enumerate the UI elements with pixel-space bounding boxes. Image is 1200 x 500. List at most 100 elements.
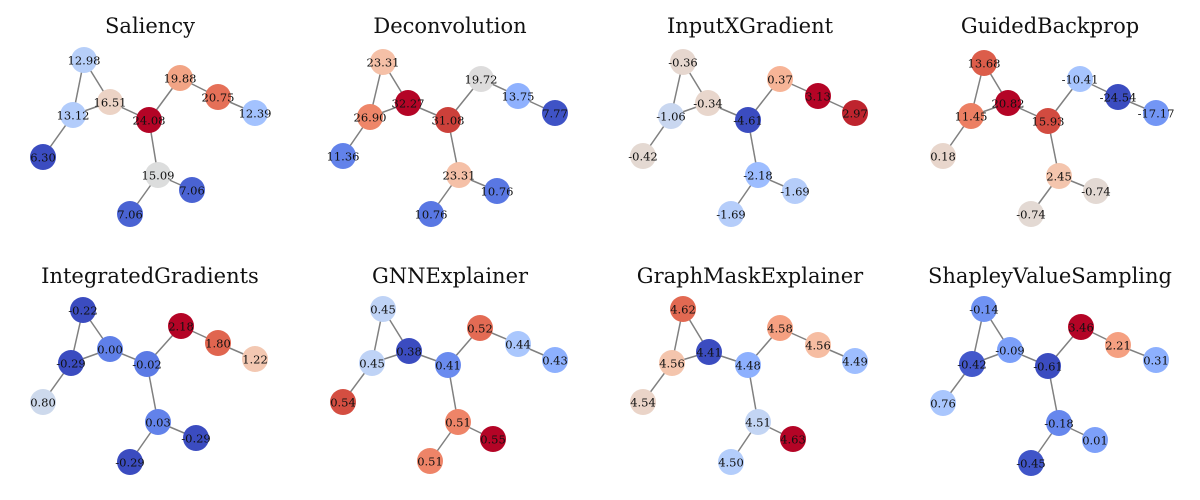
node-circle	[718, 449, 744, 475]
graph-node: 23.31	[443, 162, 475, 188]
node-label: 0.52	[467, 322, 493, 336]
node-circle	[1105, 332, 1131, 358]
panel-title: InputXGradient	[666, 14, 834, 38]
graph-node: 0.44	[505, 331, 531, 357]
node-label: -0.74	[1016, 208, 1046, 222]
node-label: 20.82	[992, 97, 1025, 111]
graph-node: 2.18	[168, 313, 194, 339]
node-label: 0.80	[30, 396, 56, 410]
graph-node: -0.74	[1016, 201, 1046, 227]
graph-node: 0.54	[330, 389, 356, 415]
graph-node: -1.69	[716, 201, 746, 227]
molecule-graph: 13.6811.4520.820.1815.93-10.41-24.54-17.…	[930, 50, 1174, 227]
node-label: 31.08	[432, 114, 465, 128]
node-label: -1.06	[656, 110, 686, 124]
graph-node: 0.76	[930, 390, 956, 416]
graph-node: 0.51	[417, 448, 443, 474]
node-label: -0.42	[957, 358, 987, 372]
node-circle	[735, 107, 761, 133]
graph-node: 4.48	[735, 352, 761, 378]
node-label: 0.43	[542, 354, 568, 368]
graph-node: -0.14	[969, 296, 999, 322]
node-circle	[446, 162, 472, 188]
graph-node: -0.18	[1044, 410, 1074, 436]
node-label: 19.72	[465, 73, 498, 87]
node-label: 13.68	[968, 57, 1001, 71]
graph-node: -0.29	[115, 449, 145, 475]
graph-node: 4.41	[696, 339, 722, 365]
node-label: 13.75	[502, 90, 535, 104]
node-label: 4.51	[745, 416, 771, 430]
graph-node: 2.97	[842, 100, 868, 126]
node-circle	[1105, 84, 1131, 110]
node-circle	[357, 104, 383, 130]
node-circle	[435, 352, 461, 378]
node-circle	[205, 84, 231, 110]
node-circle	[117, 449, 143, 475]
node-circle	[1082, 427, 1108, 453]
graph-node: 7.77	[542, 100, 568, 126]
graph-node: 10.76	[415, 201, 447, 227]
node-label: 6.30	[30, 151, 56, 165]
graph-node: 15.09	[142, 162, 174, 188]
node-circle	[58, 350, 84, 376]
molecule-graph: 0.450.450.380.540.410.520.440.430.510.51…	[330, 296, 568, 474]
node-circle	[167, 65, 193, 91]
graph-node: 0.52	[467, 315, 493, 341]
node-label: 13.12	[57, 109, 90, 123]
node-label: -0.14	[969, 303, 999, 317]
node-circle	[997, 337, 1023, 363]
node-circle	[971, 50, 997, 76]
graph-node: 0.51	[445, 409, 471, 435]
node-label: -0.61	[1033, 360, 1063, 374]
graph-node: 4.49	[842, 348, 868, 374]
node-circle	[145, 409, 171, 435]
graph-node: -1.69	[780, 178, 810, 204]
graph-node: 4.56	[659, 350, 685, 376]
graph-node: 0.45	[370, 296, 396, 322]
graph-node: 16.51	[94, 89, 126, 115]
node-label: 0.54	[330, 396, 356, 410]
node-label: 19.88	[164, 72, 197, 86]
graph-node: 24.08	[133, 107, 165, 133]
node-label: -0.22	[68, 304, 98, 318]
graph-node: 4.56	[805, 332, 831, 358]
node-circle	[467, 315, 493, 341]
node-label: 0.51	[445, 416, 471, 430]
graph-node: -4.61	[733, 107, 763, 133]
graph-node: -0.29	[56, 350, 86, 376]
graph-node: -0.36	[668, 49, 698, 75]
node-circle	[842, 100, 868, 126]
graph-node: 0.18	[930, 143, 956, 169]
node-label: 4.62	[670, 303, 696, 317]
node-circle	[630, 389, 656, 415]
graph-node: 4.50	[718, 449, 744, 475]
graph-node: 1.22	[242, 346, 268, 372]
node-label: -0.74	[1081, 185, 1111, 199]
graph-node: 0.03	[145, 409, 171, 435]
graph-node: 1.80	[205, 330, 231, 356]
node-label: 4.56	[659, 357, 685, 371]
molecule-graph: -0.22-0.290.000.80-0.022.181.801.220.03-…	[30, 297, 268, 475]
panel-title: Saliency	[105, 14, 195, 38]
node-label: 12.39	[239, 107, 272, 121]
node-circle	[330, 389, 356, 415]
node-label: -10.41	[1062, 73, 1099, 87]
molecule-graph: -0.36-1.06-0.34-0.42-4.610.373.132.97-2.…	[628, 49, 868, 227]
graph-node: -1.06	[656, 103, 686, 129]
node-label: 2.45	[1046, 170, 1072, 184]
node-label: 12.98	[68, 54, 101, 68]
node-circle	[718, 201, 744, 227]
node-circle	[205, 330, 231, 356]
graph-node: 7.06	[117, 201, 143, 227]
panel-title: GuidedBackprop	[960, 14, 1140, 38]
node-circle	[958, 103, 984, 129]
node-circle	[480, 426, 506, 452]
molecule-graph: 4.624.564.414.544.484.584.564.494.514.50…	[630, 296, 868, 475]
graph-node: 26.90	[354, 104, 386, 130]
node-circle	[1068, 314, 1094, 340]
node-circle	[1046, 163, 1072, 189]
